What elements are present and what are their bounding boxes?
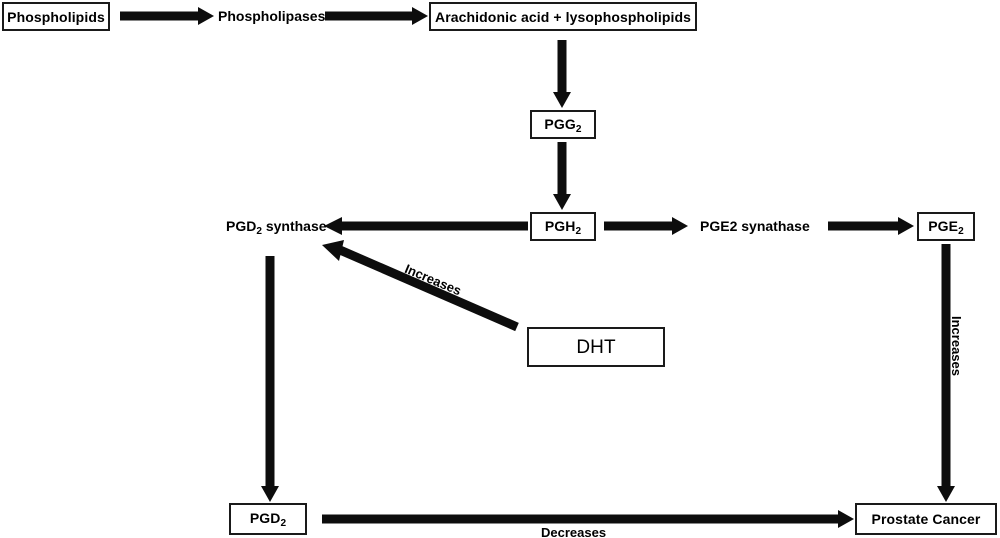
arrow-phospholipids-to-phospholipases [120, 7, 214, 25]
arrow-arachidonic-to-pgg2 [553, 40, 571, 108]
node-prostate-cancer[interactable]: Prostate Cancer [855, 503, 997, 535]
label-phospholipases-text: Phospholipases [218, 8, 326, 24]
label-pge2-synathase-text: PGE2 synathase [700, 218, 810, 234]
label-phospholipases: Phospholipases [218, 9, 325, 23]
arrow-pgh2-to-pgd2-synthase [324, 217, 528, 235]
node-arachidonic-acid-label: Arachidonic acid + lysophospholipids [434, 8, 692, 25]
node-pgh2-label: PGH2 [544, 217, 582, 237]
node-dht-label: DHT [576, 336, 616, 358]
node-phospholipids[interactable]: Phospholipids [2, 2, 110, 31]
arrow-dht-to-pgd2-synthase [322, 240, 519, 332]
arrow-pge2-synathase-to-pge2 [828, 217, 914, 235]
node-prostate-cancer-label: Prostate Cancer [871, 511, 981, 527]
edge-label-pge2-increases: Increases [949, 316, 964, 376]
node-pgg2-label: PGG2 [544, 115, 582, 135]
node-pgd2-label: PGD2 [249, 510, 287, 530]
node-dht[interactable]: DHT [527, 327, 665, 367]
edge-label-dht-increases: Increases [402, 261, 464, 299]
arrow-phospholipases-to-arachidonic [325, 7, 428, 25]
arrow-pgg2-to-pgh2 [553, 142, 571, 210]
node-pgd2[interactable]: PGD2 [229, 503, 307, 535]
arrow-pgh2-to-pge2-synathase [604, 217, 688, 235]
edge-label-pgd2-decreases: Decreases [541, 525, 607, 538]
node-phospholipids-label: Phospholipids [7, 8, 105, 25]
label-pge2-synathase: PGE2 synathase [700, 219, 810, 233]
node-pgg2[interactable]: PGG2 [530, 110, 596, 139]
node-arachidonic-acid[interactable]: Arachidonic acid + lysophospholipids [429, 2, 697, 31]
label-pgd2-synthase: PGD2 synthase [226, 218, 327, 237]
node-pge2-label: PGE2 [928, 217, 964, 237]
node-pge2[interactable]: PGE2 [917, 212, 975, 241]
arrow-pgd2-synthase-to-pgd2 [261, 256, 279, 502]
node-pgh2[interactable]: PGH2 [530, 212, 596, 241]
